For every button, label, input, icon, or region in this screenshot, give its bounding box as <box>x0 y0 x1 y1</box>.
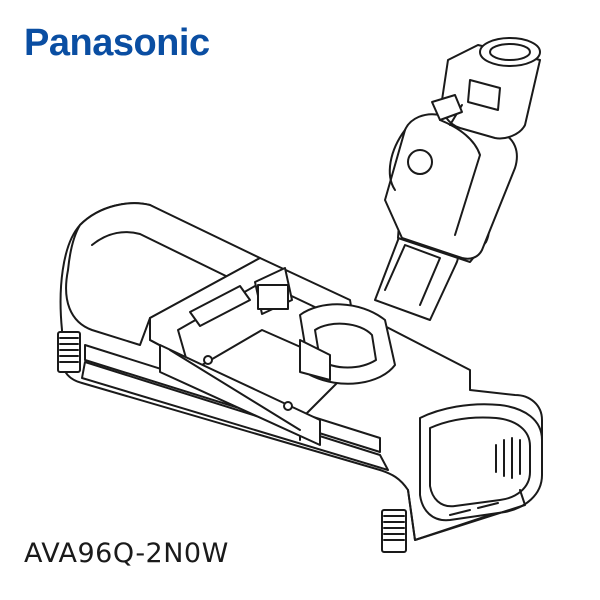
cavity-front-diagonal <box>169 349 301 431</box>
cavity-screw-right <box>283 401 293 411</box>
joint-hub-detail <box>314 322 377 369</box>
left-roller-texture <box>59 337 79 363</box>
right-roller-texture <box>383 515 405 541</box>
joint-hub-front <box>299 339 331 381</box>
release-button <box>407 149 433 175</box>
panasonic-logo: Panasonic <box>24 22 210 64</box>
top-connector-opening <box>479 37 541 67</box>
cavity-block <box>257 284 289 310</box>
cavity-rib-1 <box>189 285 251 327</box>
neck-tube-edge <box>388 129 406 191</box>
top-connector-latch <box>431 94 463 121</box>
top-connector-clip <box>467 79 501 111</box>
top-connector-inner <box>489 43 531 61</box>
nozzle-top-shell <box>65 202 261 346</box>
right-roller-cap <box>381 509 407 553</box>
cavity-screw-left <box>203 355 213 365</box>
cavity-front-panel <box>159 344 321 446</box>
nozzle-bottom-vents <box>449 502 499 516</box>
vent-grille-icon <box>495 437 521 479</box>
nozzle-top-shell-inner <box>91 231 231 279</box>
nozzle-right-cap-inner <box>429 416 531 508</box>
neck-lower-detail <box>384 244 441 306</box>
model-code: AVA96Q-2N0W <box>24 538 229 569</box>
nozzle-bottom-right <box>407 489 526 541</box>
neck-tube-rib <box>439 119 481 236</box>
